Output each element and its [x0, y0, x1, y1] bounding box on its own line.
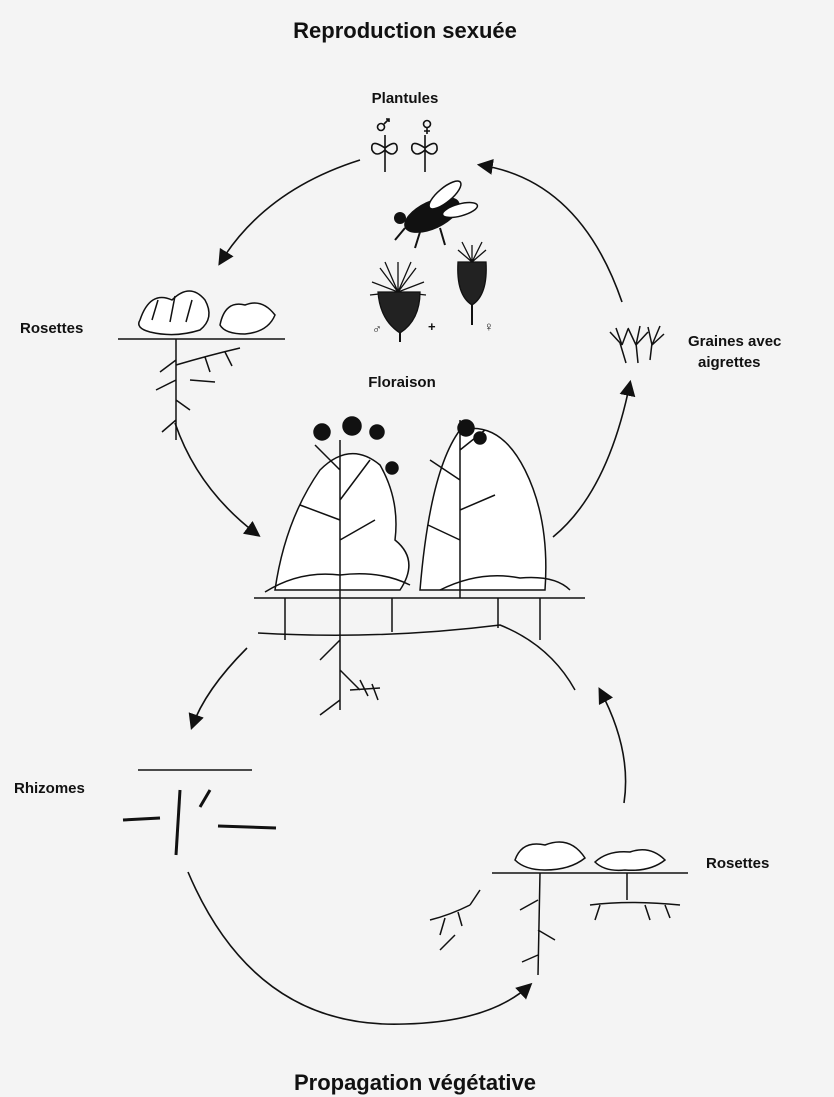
label-floraison: Floraison	[368, 374, 436, 391]
arrow-rosettes-to-floraison	[175, 423, 258, 535]
flowering-plant-icon	[254, 417, 585, 715]
label-rosettes-sexual: Rosettes	[20, 320, 83, 337]
label-rhizomes: Rhizomes	[14, 780, 85, 797]
label-graines-line1: Graines avec	[688, 333, 781, 350]
title-vegetative-propagation: Propagation végétative	[294, 1070, 536, 1095]
arrow-plantules-to-rosettes	[220, 160, 360, 263]
rhizomes-icon	[123, 770, 276, 855]
arrow-floraison-to-graines	[553, 383, 630, 537]
plantules-icon	[372, 119, 437, 172]
title-sexual-reproduction: Reproduction sexuée	[293, 18, 517, 43]
male-symbol: ♂	[372, 321, 382, 336]
plus-symbol: +	[428, 319, 436, 334]
arrow-rhizomes-to-rosettes	[188, 872, 530, 1024]
arrow-rosettes-to-floraison-vegetative	[600, 690, 626, 803]
rosette-plants-icon	[118, 291, 285, 440]
label-rosettes-vegetative: Rosettes	[706, 855, 769, 872]
label-plantules: Plantules	[372, 90, 439, 107]
bee-icon	[394, 177, 479, 248]
seeds-with-pappus-icon	[610, 326, 664, 363]
label-graines-line2: aigrettes	[698, 354, 761, 371]
arrow-floraison-to-rhizomes	[192, 648, 247, 727]
female-symbol: ♀	[484, 319, 494, 334]
vegetative-rosettes-icon	[430, 842, 688, 975]
arrow-graines-to-plantules	[480, 165, 622, 302]
